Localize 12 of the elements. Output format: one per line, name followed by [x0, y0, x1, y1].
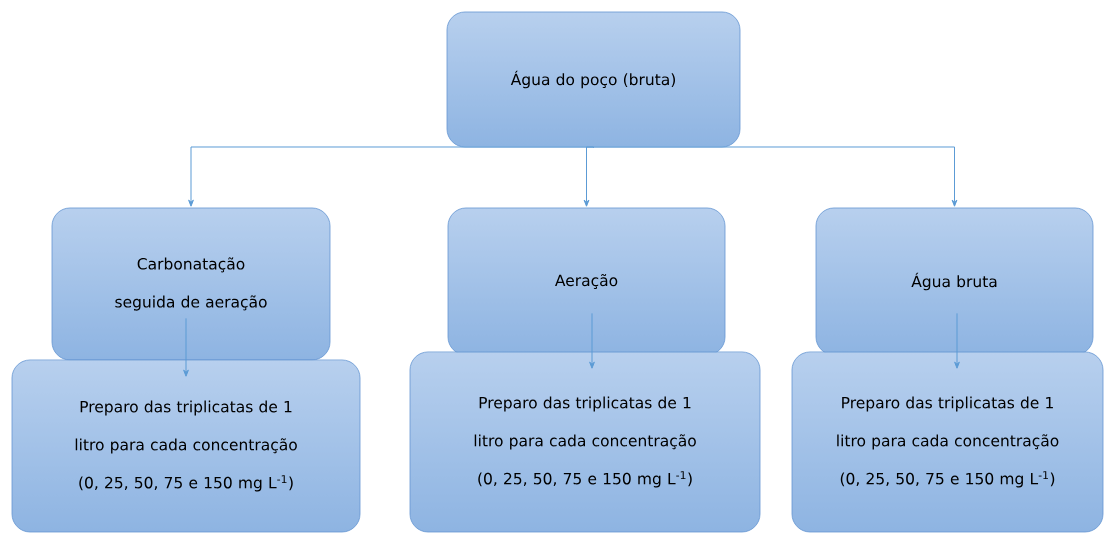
process-box: Carbonatação seguida de aeração: [51, 207, 331, 361]
arrow: [954, 312, 960, 369]
arrow: [593, 146, 958, 207]
process-box: Aeração: [447, 207, 726, 356]
process-box: Preparo das triplicatas de 1 litro para cada concentração (0, 25, 50, 75 e 150 mg L$^{-1}$): [791, 351, 1104, 533]
process-box: Preparo das triplicatas de 1 litro para cada concentração (0, 25, 50, 75 e 150 mg L$^{-1}$): [11, 359, 361, 533]
arrow: [183, 317, 189, 377]
process-box: Água bruta: [815, 207, 1094, 356]
process-box: Água do poço (bruta): [446, 11, 741, 148]
arrow: [589, 312, 595, 369]
arrow: [583, 146, 594, 207]
process-box: Preparo das triplicatas de 1 litro para cada concentração (0, 25, 50, 75 e 150 mg L$^{-1}$): [409, 351, 761, 533]
